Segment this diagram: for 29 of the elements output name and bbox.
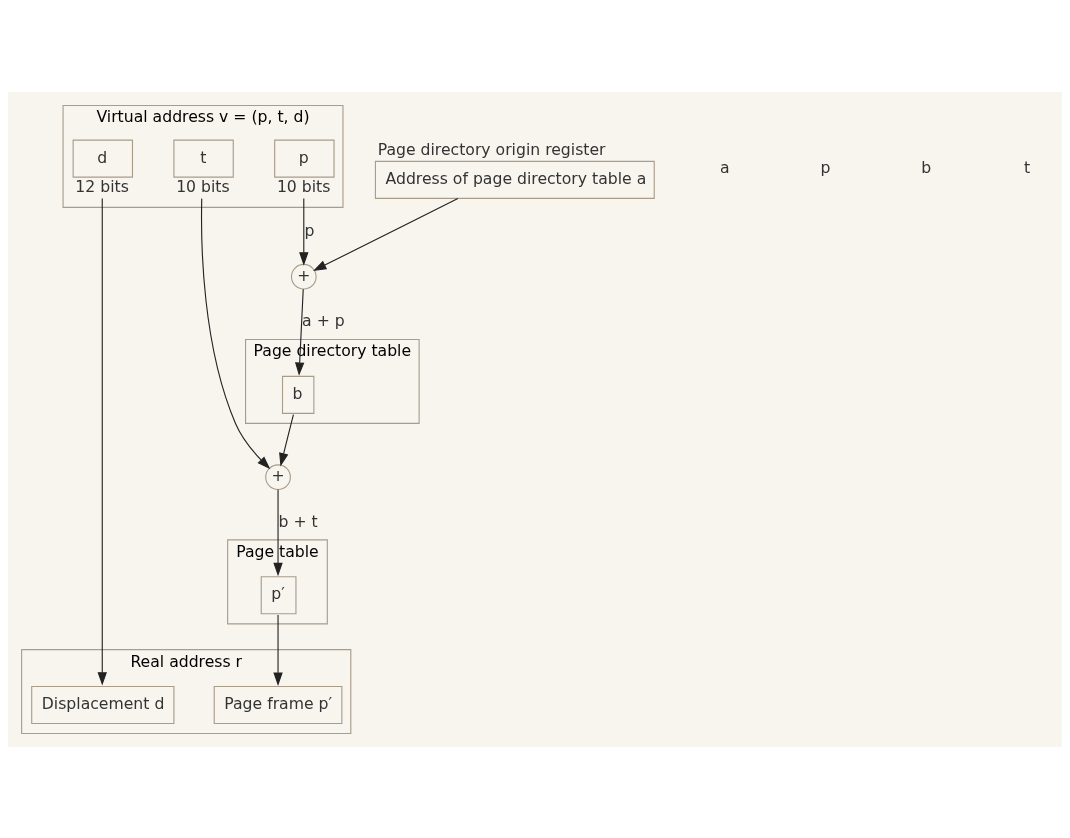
edge-label: p — [304, 220, 315, 240]
arrow — [294, 288, 305, 376]
node-box: Page frame p′ — [213, 685, 343, 724]
edge-label: b + t — [278, 511, 318, 531]
arrow — [273, 488, 283, 576]
label: t — [1024, 157, 1031, 177]
node-circle: + — [265, 463, 291, 490]
node-box: Displacement d — [31, 685, 175, 724]
node-box: t — [173, 139, 234, 178]
node-circle: + — [290, 263, 317, 290]
label: p — [820, 157, 831, 177]
node-label: 10 bits — [176, 176, 230, 196]
arrow — [97, 197, 107, 686]
node-label: 10 bits — [276, 176, 331, 196]
node-box: Address of page directory table a — [374, 160, 655, 199]
arrow — [299, 197, 309, 266]
node-box: p — [274, 139, 335, 178]
edge-label: a + p — [302, 310, 345, 330]
node-label: Page directory origin register — [377, 139, 606, 159]
node-label: 12 bits — [75, 176, 129, 196]
arrow — [201, 197, 271, 469]
node-box: b — [281, 375, 315, 414]
arrow — [279, 413, 294, 466]
label: a — [719, 157, 730, 177]
arrow — [273, 614, 283, 686]
label: b — [921, 157, 932, 177]
arrow — [313, 197, 459, 271]
node-box: p′ — [260, 575, 297, 614]
node-box: d — [72, 139, 134, 178]
